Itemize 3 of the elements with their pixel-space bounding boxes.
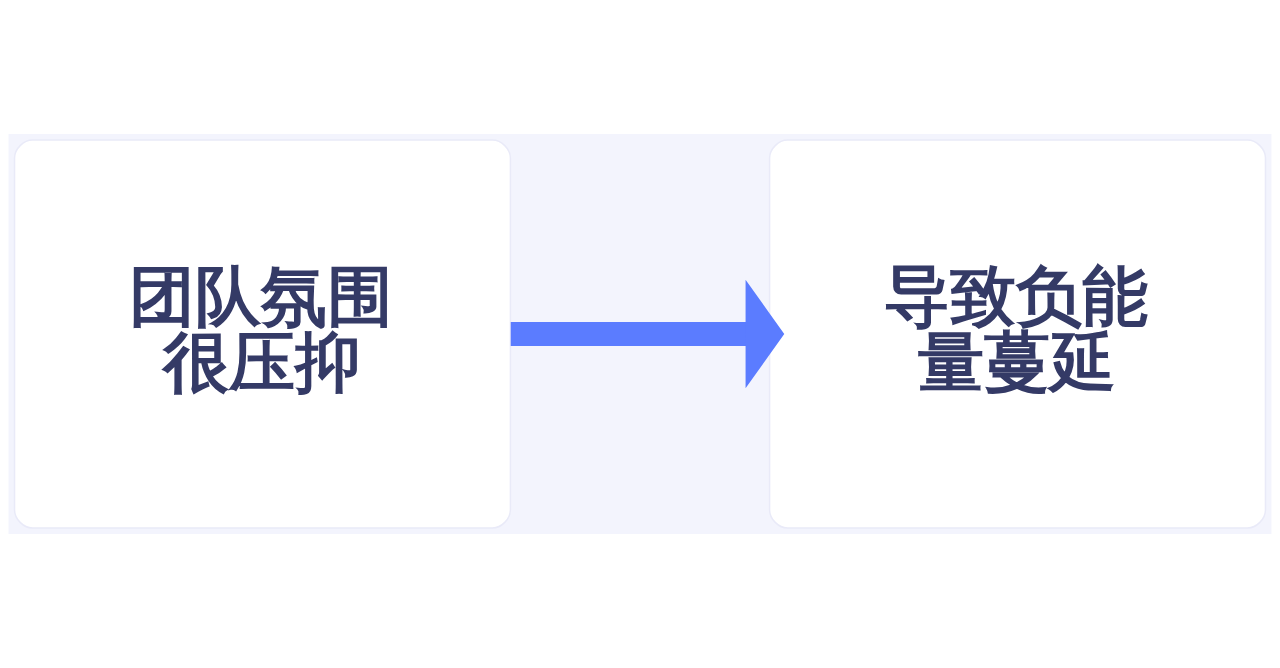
arrow: [510, 279, 785, 389]
node-box: 团队氛围很压抑: [13, 139, 512, 529]
node-box: 导致负能量蔓延: [768, 139, 1267, 529]
